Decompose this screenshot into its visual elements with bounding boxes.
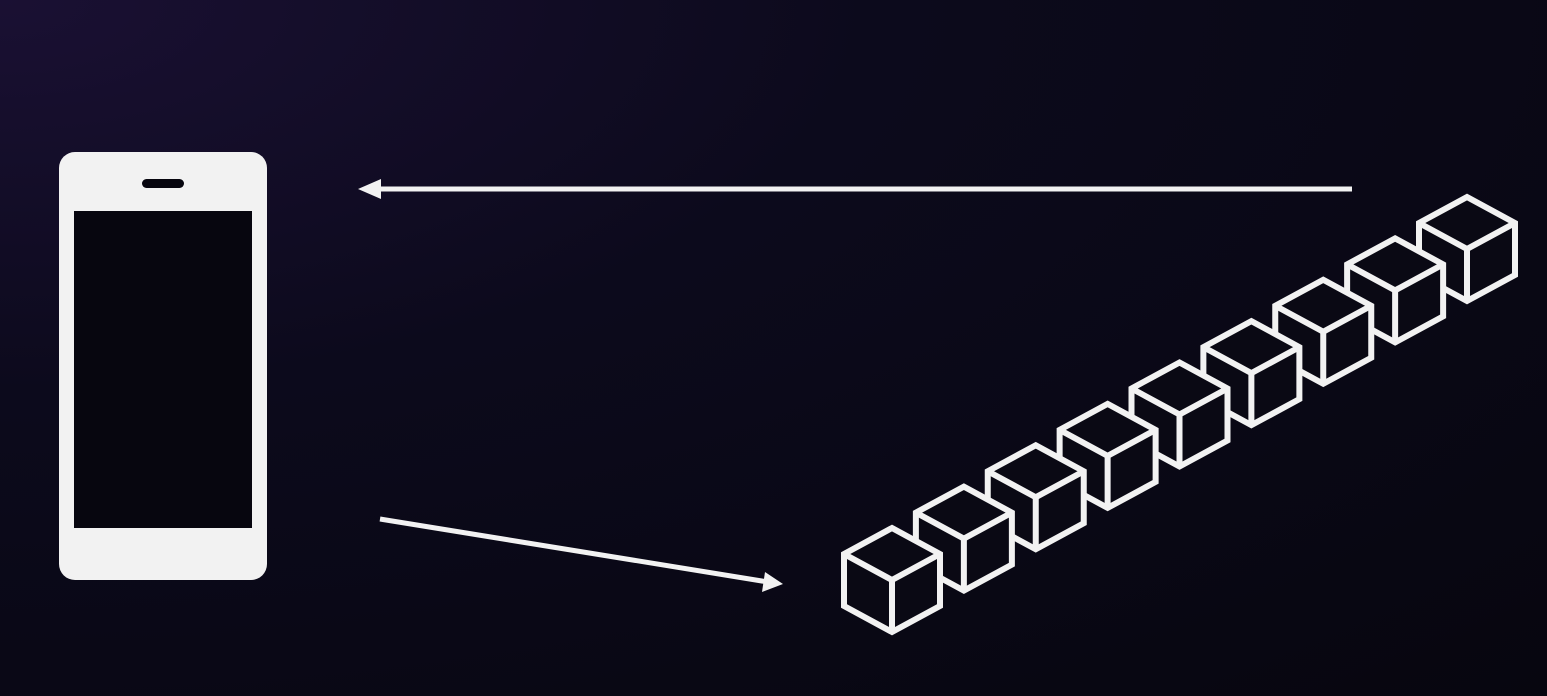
arrowhead-right-icon bbox=[762, 572, 783, 592]
arrowhead-left-icon bbox=[358, 179, 381, 199]
arrow-blockchain-to-phone bbox=[358, 179, 1352, 199]
blockchain-cubes-icon bbox=[841, 193, 1518, 636]
arrow-phone-to-blockchain bbox=[379, 516, 783, 592]
block-cube-1 bbox=[841, 524, 943, 636]
phone-screen bbox=[74, 211, 252, 528]
phone-speaker bbox=[142, 179, 184, 188]
smartphone-icon bbox=[59, 152, 267, 580]
arrow-line-bottom bbox=[379, 516, 769, 585]
